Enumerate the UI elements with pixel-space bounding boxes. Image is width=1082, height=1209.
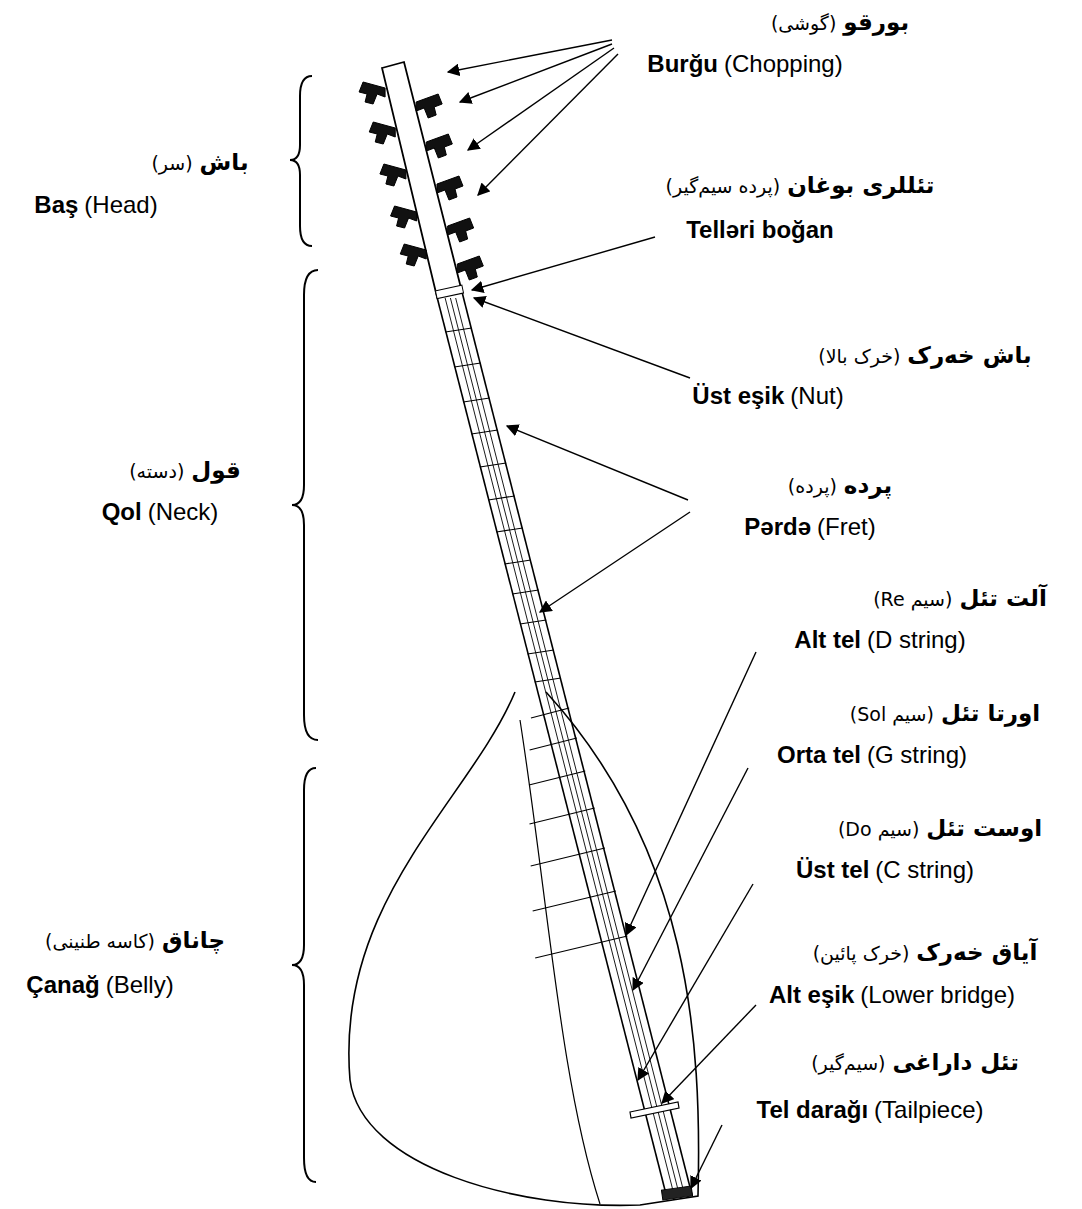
part-gloss: (سیم Sol): [850, 703, 934, 725]
part-label: Baş(Head): [34, 191, 157, 219]
part-name: Üst eşik: [692, 382, 784, 410]
part-gloss: (کاسه طنینی): [45, 930, 155, 952]
lower-bridge: [630, 1102, 679, 1118]
brace: [292, 270, 318, 740]
part-label: تئللری بوغان (پرده سیم‌گیر): [666, 172, 935, 198]
part-name: Baş: [34, 191, 78, 219]
part-label: بورقو (گوشی): [771, 9, 909, 35]
part-name: قول: [191, 457, 240, 483]
part-gloss: (G string): [867, 741, 967, 769]
part-name: Orta tel: [777, 741, 861, 769]
part-gloss: (Chopping): [724, 50, 843, 78]
part-gloss: (D string): [867, 626, 966, 654]
part-name: تئل داراغی: [893, 1049, 1019, 1075]
part-name: Alt eşik: [769, 981, 854, 1009]
part-gloss: (سیم Re): [873, 588, 952, 610]
part-name: چاناق: [162, 927, 225, 953]
part-name: تئللری بوغان: [787, 172, 934, 198]
part-gloss: (پرده سیم‌گیر): [666, 175, 781, 197]
part-gloss: (سیم‌گیر): [811, 1052, 885, 1074]
part-label: قول (دسته): [129, 457, 241, 483]
part-name: آلت تئل: [959, 585, 1046, 611]
part-label: اورتا تئل (سیم Sol): [850, 700, 1040, 726]
part-name: باش: [200, 149, 249, 175]
part-gloss: (Lower bridge): [860, 981, 1015, 1009]
part-label: پرده (پرده): [788, 472, 892, 498]
part-gloss: (خرک پائین): [813, 942, 910, 964]
part-label: آلت تئل (سیم Re): [873, 585, 1047, 611]
part-label: باش (سر): [151, 149, 248, 175]
brace: [290, 76, 312, 246]
part-name: Üst tel: [796, 856, 869, 884]
part-gloss: (Head): [84, 191, 157, 219]
part-name: بورقو: [843, 9, 909, 35]
part-name: آیاق خەرک: [916, 939, 1037, 965]
part-gloss: (Nut): [790, 382, 843, 410]
part-gloss: (سیم Do): [838, 818, 919, 840]
part-name: اورتا تئل: [941, 700, 1040, 726]
part-label: Qol(Neck): [102, 498, 219, 526]
soundboard-edge: [520, 720, 600, 1204]
part-name: Alt tel: [794, 626, 861, 654]
part-name: Çanağ: [26, 971, 99, 999]
part-gloss: (گوشی): [771, 12, 836, 34]
part-name: باش خەرک: [907, 342, 1031, 368]
strings: [445, 298, 684, 1192]
part-label: Alt eşik(Lower bridge): [769, 981, 1015, 1009]
part-label: Tel darağı(Tailpiece): [757, 1096, 984, 1124]
tuning-pegs: [359, 82, 483, 280]
part-label: اوست تئل (سیم Do): [838, 815, 1042, 841]
part-label: Üst eşik(Nut): [692, 382, 843, 410]
part-gloss: (Neck): [148, 498, 219, 526]
leader-lines: [448, 40, 756, 1188]
belly-outline: [349, 692, 699, 1205]
brace: [292, 768, 316, 1182]
tailpiece: [661, 1186, 692, 1200]
part-label: Orta tel(G string): [777, 741, 967, 769]
part-gloss: (C string): [875, 856, 974, 884]
part-name: اوست تئل: [926, 815, 1042, 841]
part-name: پرده: [844, 472, 892, 498]
part-label: باش خەرک (خرک بالا): [818, 342, 1031, 368]
part-label: Pərdə(Fret): [744, 513, 875, 541]
nut: [435, 285, 463, 298]
part-name: Pərdə: [744, 513, 811, 541]
part-label: Alt tel(D string): [794, 626, 965, 654]
part-gloss: (پرده): [788, 475, 837, 497]
part-label: تئل داراغی (سیم‌گیر): [811, 1049, 1019, 1075]
neck-right: [462, 292, 692, 1195]
part-name: Tel darağı: [757, 1096, 869, 1124]
part-gloss: (سر): [151, 152, 192, 174]
part-label: Çanağ(Belly): [26, 971, 173, 999]
part-label: Burğu(Chopping): [647, 50, 842, 78]
part-name: Qol: [102, 498, 142, 526]
part-name: Telləri boğan: [686, 216, 834, 244]
part-gloss: (Belly): [106, 971, 174, 999]
part-gloss: (Tailpiece): [874, 1096, 983, 1124]
part-gloss: (Fret): [817, 513, 876, 541]
part-gloss: (خرک بالا): [818, 345, 900, 367]
part-label: چاناق (کاسه طنینی): [45, 927, 225, 953]
part-gloss: (دسته): [129, 460, 184, 482]
part-label: Telləri boğan: [686, 216, 834, 244]
part-name: Burğu: [647, 50, 718, 78]
part-label: آیاق خەرک (خرک پائین): [813, 939, 1038, 965]
part-label: Üst tel(C string): [796, 856, 974, 884]
neck-left: [437, 297, 667, 1198]
